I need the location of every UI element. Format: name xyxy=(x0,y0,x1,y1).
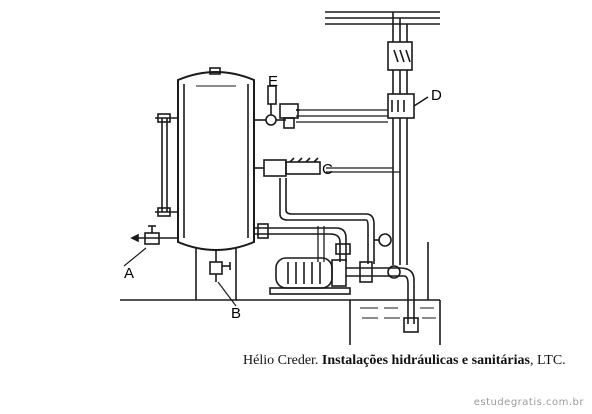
motor-pump xyxy=(269,257,351,295)
label-a: A xyxy=(124,265,134,282)
drain-valve-a xyxy=(123,225,178,267)
caption-publisher: , LTC. xyxy=(530,353,566,368)
caption-title: Instalações hidráulicas e sanitárias xyxy=(321,353,530,368)
label-b: B xyxy=(231,305,241,322)
discharge-pipe xyxy=(254,178,375,264)
label-d: D xyxy=(431,87,442,104)
control-panel-d xyxy=(387,93,429,265)
tank-support xyxy=(120,248,350,301)
pump-gauge xyxy=(374,233,392,247)
reservoir xyxy=(349,299,441,345)
pressure-switch-e xyxy=(254,85,300,129)
figure-caption: Hélio Creder. Instalações hidráulicas e … xyxy=(243,353,566,369)
level-relay-c xyxy=(254,157,321,177)
bottom-outlet-b xyxy=(209,250,237,307)
watermark: estudegratis.com.br xyxy=(473,397,584,408)
label-e: E xyxy=(268,73,278,90)
label-c: C xyxy=(322,161,333,178)
power-lines xyxy=(325,11,440,42)
suction-pipe xyxy=(346,242,429,333)
pressure-tank xyxy=(177,67,255,251)
switch-box xyxy=(387,41,413,94)
control-wiring xyxy=(296,109,400,262)
sight-glass xyxy=(155,113,178,217)
caption-author: Hélio Creder. xyxy=(243,353,319,368)
